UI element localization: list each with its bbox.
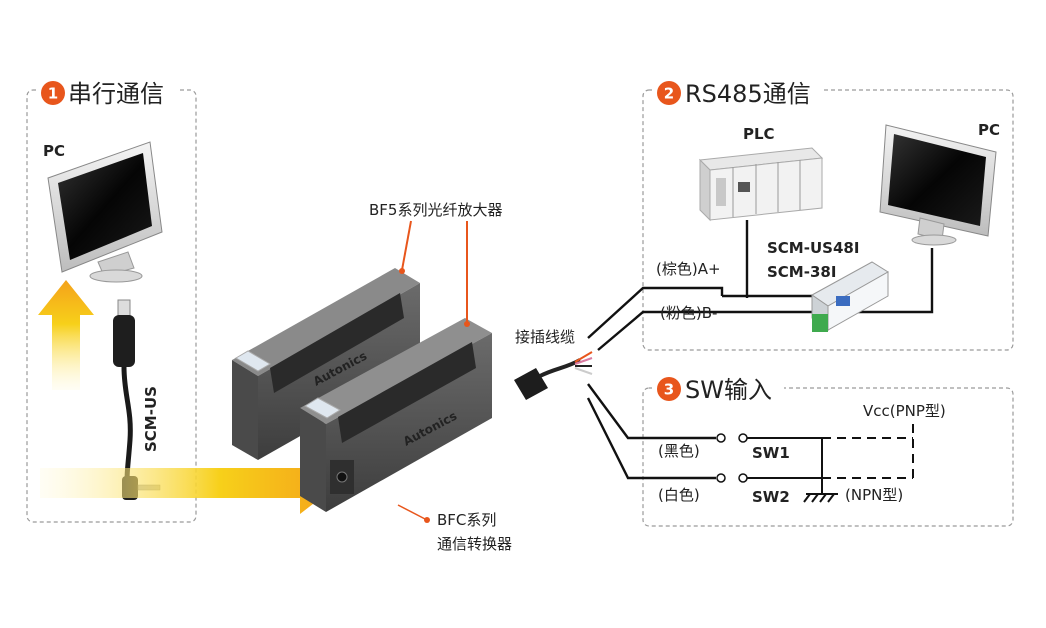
scm-us48i-label: SCM-US48I <box>767 239 859 257</box>
bf5-amplifier-back <box>232 268 420 460</box>
connector-cable-icon <box>514 351 593 400</box>
serial-section-title: 1 串行通信 <box>41 80 164 108</box>
plc-label: PLC <box>743 125 775 143</box>
wire-b-label: (粉色)B- <box>660 304 717 322</box>
sw2-label: SW2 <box>752 488 790 506</box>
section-title: 串行通信 <box>68 80 164 108</box>
terminal <box>738 473 748 483</box>
sw1-label: SW1 <box>752 444 790 462</box>
section-number: 1 <box>48 85 58 103</box>
pnp-dashed-path <box>822 424 914 479</box>
pc-monitor-icon <box>47 141 163 283</box>
pc-monitor-rs485-icon <box>879 124 997 246</box>
scm-38i-label: SCM-38I <box>767 263 836 281</box>
terminal <box>738 433 748 443</box>
plc-icon <box>698 147 824 222</box>
rs485-section-box <box>642 89 1014 351</box>
section-number-badge <box>657 377 681 401</box>
amplifier-label: BF5系列光纤放大器 <box>369 201 502 219</box>
connector-cable-label: 接插线缆 <box>515 328 575 346</box>
bf5-amplifier-front <box>300 318 492 512</box>
section-number-badge <box>41 81 65 105</box>
white-wire-label: (白色) <box>658 486 700 504</box>
right-arrow-icon <box>40 452 340 514</box>
converter-label-line2: 通信转换器 <box>437 535 512 553</box>
vcc-pnp-label: Vcc(PNP型) <box>863 402 946 420</box>
pc-rs485-label: PC <box>978 121 1000 139</box>
sw-section-title: 3 SW输入 <box>657 376 772 404</box>
wiring <box>586 248 934 480</box>
black-wire-label: (黑色) <box>658 442 700 460</box>
ground-icon <box>803 493 838 503</box>
up-arrow-icon <box>38 280 94 390</box>
wire-a-label: (棕色)A+ <box>656 260 721 278</box>
section-title: SW输入 <box>685 376 772 404</box>
callout-line <box>401 220 412 271</box>
npn-label: (NPN型) <box>845 486 903 504</box>
sw-section-box <box>642 387 1014 527</box>
section-number-badge <box>657 81 681 105</box>
section-title: RS485通信 <box>685 80 811 108</box>
section-number: 2 <box>664 85 674 103</box>
pc-label: PC <box>43 142 65 160</box>
converter-label-line1: BFC系列 <box>437 511 496 529</box>
rs485-section-title: 2 RS485通信 <box>657 80 811 108</box>
terminal <box>716 473 726 483</box>
scm-us-cable-label: SCM-US <box>142 386 160 452</box>
terminal <box>716 433 726 443</box>
section-number: 3 <box>664 381 674 399</box>
scm-converter-icon <box>811 261 889 332</box>
